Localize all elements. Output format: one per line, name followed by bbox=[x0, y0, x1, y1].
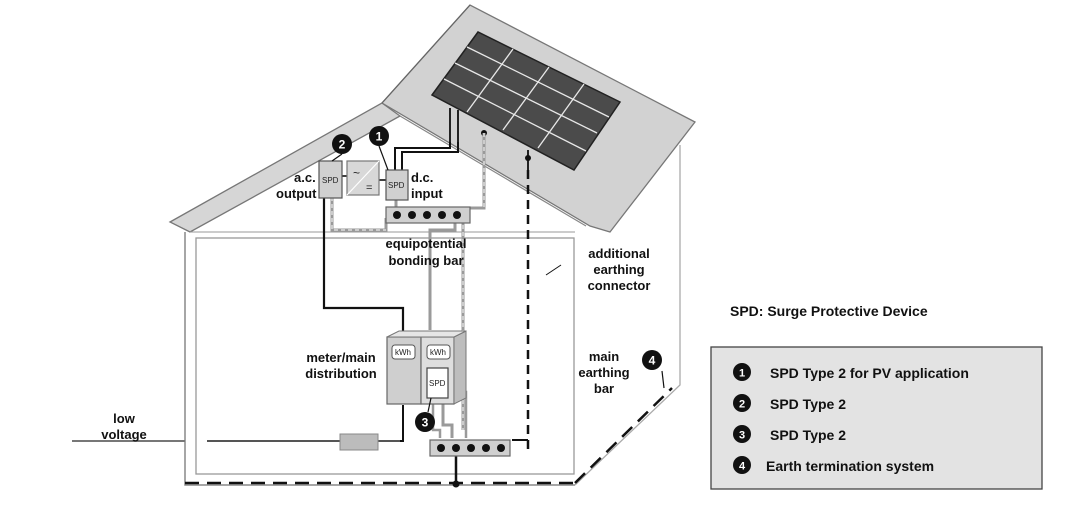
low-voltage-label: low bbox=[113, 411, 136, 426]
equipotential-bonding-bar bbox=[385, 206, 471, 224]
meter-label: meter/main bbox=[306, 350, 375, 365]
svg-text:4: 4 bbox=[649, 354, 656, 368]
main-earthing-bar bbox=[429, 439, 511, 457]
dc-input-label: d.c. bbox=[411, 170, 433, 185]
svg-text:4: 4 bbox=[739, 461, 746, 473]
meter-distribution-cabinet: kWh kWh SPD bbox=[386, 330, 467, 405]
bonding-bar-label-2: bonding bar bbox=[388, 253, 463, 268]
low-voltage-label-2: voltage bbox=[101, 427, 147, 442]
badge-4: 4 bbox=[642, 350, 662, 370]
svg-text:1: 1 bbox=[376, 130, 383, 144]
legend-item-2: 2 SPD Type 2 bbox=[733, 394, 846, 412]
badge-3: 3 bbox=[415, 397, 435, 432]
svg-text:SPD: SPD bbox=[322, 176, 339, 185]
badge-2: 2 bbox=[331, 134, 352, 162]
dc-input-label-2: input bbox=[411, 186, 443, 201]
spd-ac-output: SPD bbox=[318, 160, 343, 199]
legend: 1 SPD Type 2 for PV application 2 SPD Ty… bbox=[710, 346, 1043, 490]
svg-text:SPD: SPD bbox=[429, 379, 446, 388]
legend-item-1: 1 SPD Type 2 for PV application bbox=[733, 363, 969, 381]
ac-output-label-2: output bbox=[276, 186, 317, 201]
svg-text:kWh: kWh bbox=[430, 348, 446, 357]
svg-text:SPD Type 2 for PV application: SPD Type 2 for PV application bbox=[770, 365, 969, 381]
legend-item-4: 4 Earth termination system bbox=[733, 456, 934, 474]
additional-earthing-label-3: connector bbox=[588, 278, 651, 293]
svg-text:SPD Type 2: SPD Type 2 bbox=[770, 427, 846, 443]
main-earthing-label-3: bar bbox=[594, 381, 614, 396]
badge-1: 1 bbox=[369, 126, 389, 171]
additional-earthing-label-2: earthing bbox=[593, 262, 644, 277]
additional-earthing-label: additional bbox=[588, 246, 649, 261]
diagram-labels: a.c. output d.c. input equipotential bon… bbox=[101, 170, 650, 442]
svg-text:3: 3 bbox=[739, 430, 745, 442]
main-earthing-label: main bbox=[589, 349, 619, 364]
inverter: ~ = bbox=[346, 160, 380, 196]
svg-text:1: 1 bbox=[739, 368, 745, 380]
meter-label-2: distribution bbox=[305, 366, 377, 381]
ac-output-label: a.c. bbox=[294, 170, 316, 185]
svg-text:SPD: SPD bbox=[388, 181, 405, 190]
svg-text:~: ~ bbox=[353, 166, 360, 180]
spd-dc-input: SPD bbox=[385, 169, 409, 201]
svg-text:Earth termination system: Earth termination system bbox=[766, 458, 934, 474]
svg-text:SPD Type 2: SPD Type 2 bbox=[770, 396, 846, 412]
main-earthing-label-2: earthing bbox=[578, 365, 629, 380]
svg-text:3: 3 bbox=[422, 416, 429, 430]
svg-text:kWh: kWh bbox=[395, 348, 411, 357]
house-walls bbox=[184, 145, 681, 486]
svg-text:=: = bbox=[366, 182, 372, 194]
svg-text:2: 2 bbox=[339, 138, 346, 152]
spd-definition: SPD: Surge Protective Device bbox=[730, 303, 928, 319]
bonding-bar-label: equipotential bbox=[386, 236, 467, 251]
legend-item-3: 3 SPD Type 2 bbox=[733, 425, 846, 443]
svg-text:2: 2 bbox=[739, 399, 745, 411]
